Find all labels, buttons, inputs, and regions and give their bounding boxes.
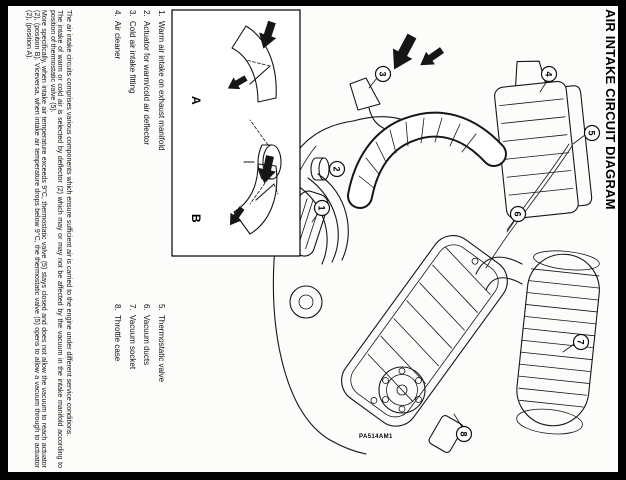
callout-5: 5 [583, 124, 601, 142]
valve-cover [341, 235, 508, 427]
legend-item: 1. Warm air intake on exhaust manifold [157, 10, 166, 242]
legend-items-1-4: 1. Warm air intake on exhaust manifold 2.… [108, 10, 167, 242]
svg-text:7: 7 [576, 339, 586, 344]
svg-text:6: 6 [513, 211, 523, 216]
callout-8: 8 [455, 425, 473, 443]
page-paper: A B [8, 6, 618, 472]
legend-label: Warm air intake on exhaust manifold [157, 21, 166, 151]
legend-number: 4. [113, 10, 123, 17]
legend-label: Cold air intake fitting [128, 21, 137, 94]
legend-label: Throttle case [113, 315, 123, 362]
connector-hose [475, 256, 523, 291]
callout-3: 3 [374, 65, 392, 83]
svg-text:4: 4 [544, 71, 554, 76]
air-box [494, 60, 593, 220]
legend-items-5-8: 5. Thermostatic valve 6. Vacuum ducts 7. Va… [108, 304, 167, 468]
legend-item: 2. Actuator for warm/cold air deflector [143, 10, 152, 242]
legend-label: Vacuum ducts [142, 315, 152, 366]
distributor-cap [378, 366, 426, 414]
legend-item: 4. Air cleaner [114, 10, 123, 242]
legend-item: 3. Cold air intake fitting [128, 10, 137, 242]
actuator-detail [243, 119, 282, 205]
svg-text:8: 8 [459, 431, 469, 436]
airflow-arrow [420, 47, 445, 66]
legend-item: 8. Throttle case [114, 304, 123, 468]
air-cleaner-barrel [516, 250, 600, 435]
description-paragraph: The air intake circuits comprises variou… [65, 10, 72, 437]
svg-text:3: 3 [378, 71, 388, 76]
rotated-page-content: A B [8, 6, 619, 472]
cold-air-fitting [349, 77, 386, 130]
legend-number: 3. [128, 10, 137, 17]
callout-2: 2 [328, 160, 346, 178]
page-title: AIR INTAKE CIRCUIT DIAGRAM [603, 9, 618, 210]
legend-number: 5. [157, 304, 166, 311]
callout-6: 6 [509, 205, 527, 223]
svg-text:5: 5 [587, 130, 597, 135]
inset-diagram-a: A [189, 20, 277, 105]
legend-label: Vacuum socket [128, 315, 137, 370]
legend-number: 7. [128, 304, 137, 311]
callout-4: 4 [540, 65, 558, 83]
legend-item: 5. Thermostatic valve [157, 304, 166, 468]
legend-number: 8. [113, 304, 123, 311]
legend-item: 6. Vacuum ducts [143, 304, 152, 468]
air-intake-circuit-figure: A B [171, 9, 601, 455]
svg-text:1: 1 [317, 205, 327, 210]
svg-text:2: 2 [332, 166, 342, 171]
legend-label: Actuator for warm/cold air deflector [142, 21, 152, 146]
callout-7: 7 [572, 333, 590, 351]
airflow-arrow [392, 33, 417, 70]
inset-diagram-b: B [189, 155, 279, 235]
callout-1: 1 [313, 199, 331, 217]
throttle-case [428, 415, 464, 453]
legend-label: Thermostatic valve [157, 315, 166, 383]
inset-box: A B [171, 9, 301, 257]
legend-item: 7. Vacuum socket [128, 304, 137, 468]
legend-label: Air cleaner [113, 21, 123, 60]
legend-number: 2. [142, 10, 152, 17]
alternator [289, 285, 323, 319]
legend-number: 6. [142, 304, 152, 311]
inset-label-b: B [189, 214, 203, 223]
legend-number: 1. [157, 10, 166, 17]
figure-reference-code: PA514AM1 [358, 434, 394, 441]
description-paragraph: More specifically, when intake air tempe… [25, 10, 48, 468]
description-paragraph: The intake of warm or cold air is select… [49, 10, 64, 468]
description-text: The air intake circuits comprises variou… [24, 10, 73, 468]
corrugated-hose [347, 111, 507, 209]
inset-label-a: A [189, 96, 203, 105]
